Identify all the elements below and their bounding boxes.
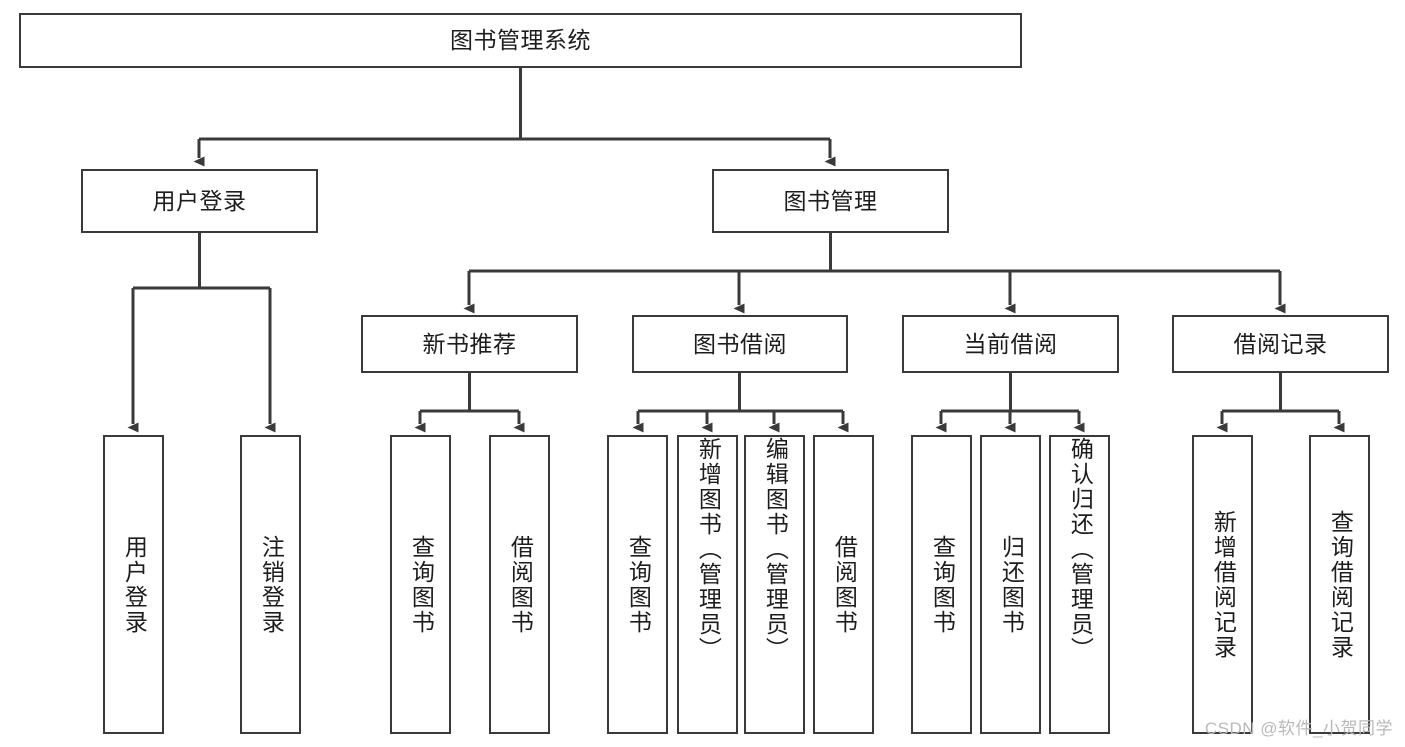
node-leaf-user-logout-label: 注销登录 (258, 534, 285, 635)
node-leaf-return-book[interactable]: 归还图书 (980, 435, 1041, 734)
node-leaf-add-record-label: 新增借阅记录 (1210, 509, 1237, 660)
node-leaf-return-book-label: 归还图书 (998, 534, 1025, 635)
node-user-login[interactable]: 用户登录 (81, 169, 318, 233)
node-leaf-borrow-book-2[interactable]: 借阅图书 (813, 435, 874, 734)
node-leaf-user-login-label: 用户登录 (121, 534, 148, 635)
node-new-book-recommend-label: 新书推荐 (422, 330, 517, 357)
node-root-label: 图书管理系统 (450, 27, 591, 54)
node-leaf-edit-book[interactable]: 编辑图书（管理员） (744, 435, 805, 734)
node-leaf-borrow-book-2-label: 借阅图书 (831, 534, 858, 635)
node-leaf-add-record[interactable]: 新增借阅记录 (1192, 435, 1253, 734)
node-root[interactable]: 图书管理系统 (19, 13, 1022, 68)
node-book-management-label: 图书管理 (783, 187, 878, 214)
node-book-management[interactable]: 图书管理 (712, 169, 949, 233)
node-book-borrow[interactable]: 图书借阅 (632, 315, 848, 373)
node-leaf-query-book-2-label: 查询图书 (625, 534, 652, 635)
node-leaf-confirm-return-label: 确认归还（管理员） (1067, 437, 1094, 662)
node-leaf-query-book-1[interactable]: 查询图书 (390, 435, 451, 734)
node-leaf-add-book[interactable]: 新增图书（管理员） (677, 435, 738, 734)
node-leaf-user-login[interactable]: 用户登录 (103, 435, 164, 734)
node-borrow-record[interactable]: 借阅记录 (1172, 315, 1389, 373)
node-leaf-add-book-label: 新增图书（管理员） (695, 437, 722, 662)
node-user-login-label: 用户登录 (152, 187, 247, 214)
node-leaf-user-logout[interactable]: 注销登录 (240, 435, 301, 734)
node-leaf-query-book-3-label: 查询图书 (929, 534, 956, 635)
node-leaf-query-book-2[interactable]: 查询图书 (607, 435, 668, 734)
node-leaf-query-record-label: 查询借阅记录 (1327, 509, 1354, 660)
node-new-book-recommend[interactable]: 新书推荐 (361, 315, 578, 373)
node-leaf-borrow-book-1[interactable]: 借阅图书 (489, 435, 550, 734)
node-book-borrow-label: 图书借阅 (693, 330, 787, 357)
node-leaf-edit-book-label: 编辑图书（管理员） (762, 437, 789, 662)
node-current-borrow[interactable]: 当前借阅 (902, 315, 1119, 373)
node-leaf-query-book-3[interactable]: 查询图书 (911, 435, 972, 734)
node-leaf-borrow-book-1-label: 借阅图书 (507, 534, 534, 635)
node-leaf-confirm-return[interactable]: 确认归还（管理员） (1049, 435, 1110, 734)
node-leaf-query-record[interactable]: 查询借阅记录 (1309, 435, 1370, 734)
node-borrow-record-label: 借阅记录 (1233, 330, 1328, 357)
node-current-borrow-label: 当前借阅 (963, 330, 1058, 357)
node-leaf-query-book-1-label: 查询图书 (408, 534, 435, 635)
csdn-watermark: CSDN @软件_小贺同学 (1204, 719, 1393, 738)
